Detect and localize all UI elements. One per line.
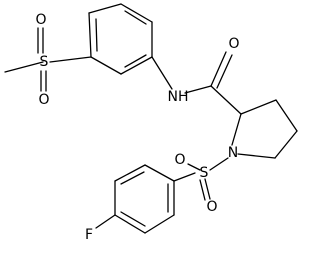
bond <box>120 211 146 227</box>
bond <box>231 113 242 146</box>
atom-o-sulfone-top-2: O <box>38 92 49 108</box>
bond <box>120 171 145 185</box>
bond <box>124 10 147 25</box>
bond <box>124 54 147 68</box>
bonds <box>4 3 298 234</box>
atom-o-sulfone-top: O <box>35 12 46 28</box>
atom-s-sulfonyl: S <box>200 165 209 181</box>
bond <box>144 214 175 234</box>
bond <box>173 172 196 182</box>
bond <box>184 85 212 94</box>
atom-o-amide: O <box>228 36 239 52</box>
bond <box>120 3 153 23</box>
bond <box>210 51 227 87</box>
bond <box>95 18 98 52</box>
bond <box>237 153 276 159</box>
bond <box>88 3 122 14</box>
bond <box>4 61 44 73</box>
chemical-structure: O S O O NH N S O O F <box>4 3 298 243</box>
bond <box>90 56 122 75</box>
bond <box>151 56 173 90</box>
bond <box>114 214 146 234</box>
bond <box>187 163 201 171</box>
bond <box>120 56 153 75</box>
bond <box>88 12 92 58</box>
bond <box>95 214 116 229</box>
atom-n-pyrrolidine: N <box>228 145 238 161</box>
bond <box>144 164 175 182</box>
bond <box>274 130 298 159</box>
bond <box>199 179 206 201</box>
bond <box>216 54 233 89</box>
atom-o-sulfonyl-bottom: O <box>206 199 217 215</box>
atom-o-sulfonyl-left: O <box>174 152 185 168</box>
atom-fluorine: F <box>85 227 93 243</box>
bond <box>209 157 229 171</box>
bond <box>275 99 298 132</box>
bond <box>240 99 277 115</box>
atom-n-amide: NH <box>168 89 189 105</box>
atom-labels: O S O O NH N S O O F <box>35 12 239 243</box>
bond <box>210 85 242 115</box>
bond <box>204 178 211 200</box>
bond <box>49 56 92 63</box>
atom-s-sulfone-top: S <box>40 54 49 70</box>
bond <box>114 164 146 182</box>
